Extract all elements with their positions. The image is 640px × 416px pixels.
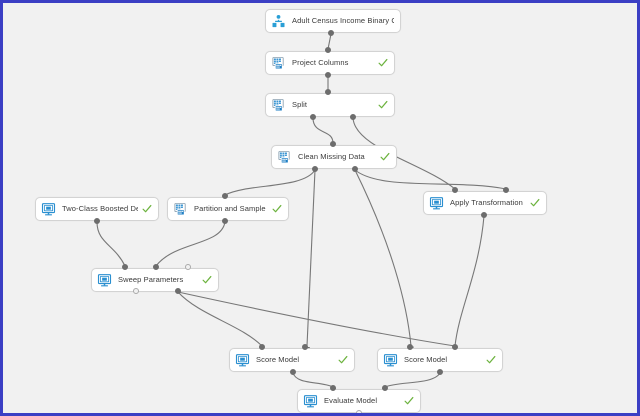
input-port-score-model-right[interactable] bbox=[407, 344, 413, 350]
model-icon bbox=[303, 394, 318, 409]
module-label: Clean Missing Data bbox=[298, 152, 365, 161]
model-icon bbox=[429, 196, 444, 211]
edge-two-class-boosted-decision-t-to-sweep-parameters[interactable] bbox=[96, 221, 126, 267]
model-icon bbox=[235, 353, 250, 368]
input-port-apply-transformation[interactable] bbox=[452, 187, 458, 193]
input-port-split[interactable] bbox=[325, 89, 331, 95]
output-port-partition-and-sample[interactable] bbox=[222, 218, 228, 224]
module-node-adult-census-income-binary-c[interactable]: Adult Census Income Binary C... bbox=[265, 9, 401, 33]
edge-score-model-left-to-evaluate-model[interactable] bbox=[292, 372, 334, 388]
status-check-icon bbox=[378, 100, 388, 110]
output-port-two-class-boosted-decision-t[interactable] bbox=[94, 218, 100, 224]
input-port-apply-transformation[interactable] bbox=[503, 187, 509, 193]
module-label: Adult Census Income Binary C... bbox=[292, 16, 394, 25]
module-label: Score Model bbox=[256, 355, 300, 364]
module-label: Score Model bbox=[404, 355, 448, 364]
edge-clean-missing-data-to-apply-transformation[interactable] bbox=[354, 169, 507, 190]
table-transform-icon bbox=[173, 202, 188, 217]
module-node-partition-and-sample[interactable]: Partition and Sample bbox=[167, 197, 289, 221]
dataset-icon bbox=[271, 14, 286, 29]
input-port-sweep-parameters[interactable] bbox=[122, 264, 128, 270]
output-port-score-model-right[interactable] bbox=[437, 369, 443, 375]
edge-score-model-right-to-evaluate-model[interactable] bbox=[384, 372, 441, 388]
input-port-project-columns[interactable] bbox=[325, 47, 331, 53]
module-node-apply-transformation[interactable]: Apply Transformation bbox=[423, 191, 547, 215]
status-check-icon bbox=[378, 58, 388, 68]
table-transform-icon bbox=[271, 56, 286, 71]
input-port-score-model-left[interactable] bbox=[259, 344, 265, 350]
model-icon bbox=[383, 353, 398, 368]
status-check-icon bbox=[486, 355, 496, 365]
output-port-project-columns[interactable] bbox=[325, 72, 331, 78]
module-node-sweep-parameters[interactable]: Sweep Parameters bbox=[91, 268, 219, 292]
model-icon bbox=[97, 273, 112, 288]
edge-clean-missing-data-to-score-model-left[interactable] bbox=[306, 169, 316, 347]
output-port-evaluate-model[interactable] bbox=[356, 410, 362, 413]
module-label: Split bbox=[292, 100, 308, 109]
status-check-icon bbox=[338, 355, 348, 365]
module-node-score-model-right[interactable]: Score Model bbox=[377, 348, 503, 372]
output-port-clean-missing-data[interactable] bbox=[312, 166, 318, 172]
edge-sweep-parameters-to-score-model-left[interactable] bbox=[177, 291, 263, 347]
input-port-evaluate-model[interactable] bbox=[382, 385, 388, 391]
output-port-score-model-left[interactable] bbox=[290, 369, 296, 375]
edge-partition-and-sample-to-sweep-parameters[interactable] bbox=[155, 221, 226, 267]
status-check-icon bbox=[530, 198, 540, 208]
status-check-icon bbox=[380, 152, 390, 162]
experiment-canvas[interactable]: Adult Census Income Binary C... Project C… bbox=[3, 3, 637, 413]
edge-clean-missing-data-to-partition-and-sample[interactable] bbox=[224, 169, 316, 196]
module-label: Project Columns bbox=[292, 58, 349, 67]
output-port-adult-census-income-binary-c[interactable] bbox=[328, 30, 334, 36]
status-check-icon bbox=[272, 204, 282, 214]
module-label: Evaluate Model bbox=[324, 396, 378, 405]
output-port-sweep-parameters[interactable] bbox=[175, 288, 181, 294]
output-port-split[interactable] bbox=[310, 114, 316, 120]
status-check-icon bbox=[202, 275, 212, 285]
module-label: Apply Transformation bbox=[450, 198, 523, 207]
module-node-clean-missing-data[interactable]: Clean Missing Data bbox=[271, 145, 397, 169]
edge-sweep-parameters-to-score-model-right[interactable] bbox=[177, 291, 456, 347]
input-port-sweep-parameters[interactable] bbox=[153, 264, 159, 270]
module-label: Sweep Parameters bbox=[118, 275, 184, 284]
output-port-sweep-parameters[interactable] bbox=[133, 288, 139, 294]
edge-apply-transformation-to-score-model-right[interactable] bbox=[454, 215, 485, 347]
model-icon bbox=[41, 202, 56, 217]
input-port-sweep-parameters[interactable] bbox=[185, 264, 191, 270]
status-check-icon bbox=[404, 396, 414, 406]
input-port-evaluate-model[interactable] bbox=[330, 385, 336, 391]
output-port-apply-transformation[interactable] bbox=[481, 212, 487, 218]
module-node-project-columns[interactable]: Project Columns bbox=[265, 51, 395, 75]
output-port-split[interactable] bbox=[350, 114, 356, 120]
input-port-score-model-right[interactable] bbox=[452, 344, 458, 350]
module-node-two-class-boosted-decision-t[interactable]: Two-Class Boosted Decision T... bbox=[35, 197, 159, 221]
input-port-partition-and-sample[interactable] bbox=[222, 193, 228, 199]
output-port-clean-missing-data[interactable] bbox=[352, 166, 358, 172]
input-port-clean-missing-data[interactable] bbox=[330, 141, 336, 147]
module-node-split[interactable]: Split bbox=[265, 93, 395, 117]
edge-split-to-clean-missing-data[interactable] bbox=[312, 117, 334, 144]
module-label: Partition and Sample bbox=[194, 204, 266, 213]
input-port-score-model-left[interactable] bbox=[302, 344, 308, 350]
module-label: Two-Class Boosted Decision T... bbox=[62, 204, 138, 213]
module-node-score-model-left[interactable]: Score Model bbox=[229, 348, 355, 372]
table-transform-icon bbox=[277, 150, 292, 165]
table-transform-icon bbox=[271, 98, 286, 113]
status-check-icon bbox=[142, 204, 152, 214]
edge-clean-missing-data-to-score-model-right[interactable] bbox=[354, 169, 412, 347]
